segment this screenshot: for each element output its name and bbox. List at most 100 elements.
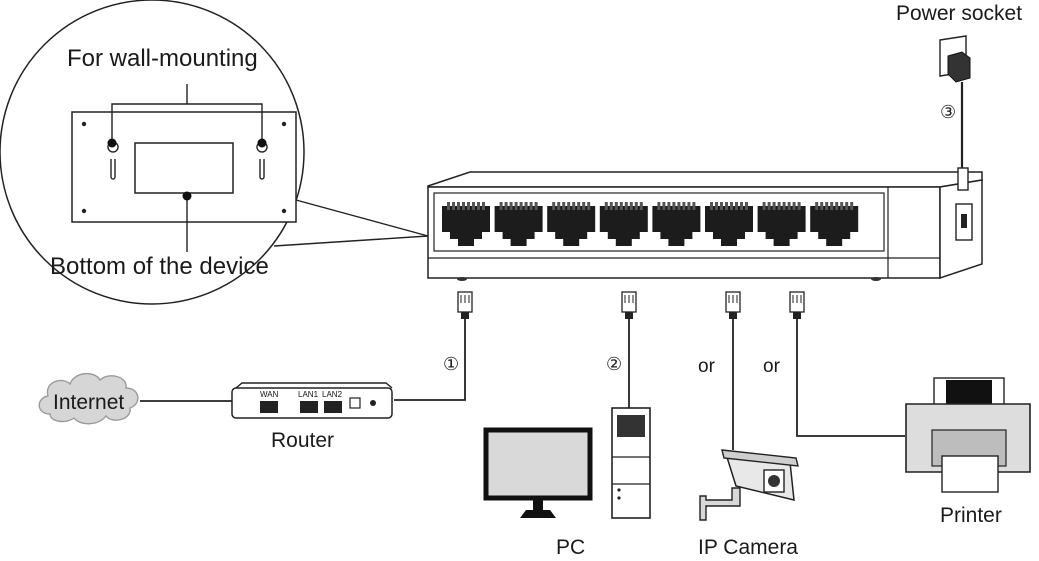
port-contact xyxy=(457,202,460,210)
port-contact xyxy=(567,202,571,210)
switch-port-1 xyxy=(442,206,490,246)
step-3-badge: ③ xyxy=(940,102,957,123)
port-contact xyxy=(514,202,518,210)
port-contact xyxy=(677,202,681,210)
switch-port-2 xyxy=(494,206,543,246)
port-contact xyxy=(609,202,613,210)
port-contact xyxy=(562,202,566,210)
screw-dot xyxy=(281,121,287,127)
port-contact xyxy=(682,202,686,210)
router-port-label-lan2: LAN2 xyxy=(322,390,343,399)
port-contact xyxy=(845,202,849,210)
port-contact xyxy=(840,202,844,210)
router-top-edge xyxy=(235,382,393,389)
port-contact xyxy=(662,202,666,210)
bottom-view-callout xyxy=(0,0,429,305)
power-adapter-plug xyxy=(947,51,971,83)
port-contact xyxy=(639,202,643,210)
screw-dot xyxy=(81,121,87,127)
port-contact xyxy=(572,202,576,210)
pc-label: PC xyxy=(556,536,586,559)
cable-printer xyxy=(796,318,905,437)
rj45-plug-boot xyxy=(793,312,801,319)
port-contact xyxy=(472,202,475,210)
port-contact xyxy=(825,202,829,210)
switch-foot xyxy=(457,277,467,281)
pc-tower-lines xyxy=(612,456,650,485)
or-printer-label: or xyxy=(763,356,780,377)
port-contact xyxy=(762,202,766,210)
port-contact xyxy=(534,202,538,210)
router-port-wan xyxy=(260,401,278,413)
port-contact xyxy=(477,202,480,210)
port-contact xyxy=(462,202,465,210)
rj45-plug-boot xyxy=(625,312,633,319)
port-contact xyxy=(815,202,819,210)
router-port-lan2 xyxy=(324,401,342,413)
camera-mount xyxy=(699,487,741,521)
bottom-of-device-label: Bottom of the device xyxy=(50,253,269,280)
port-contact xyxy=(482,202,485,210)
port-contact xyxy=(687,202,691,210)
switch-device xyxy=(427,171,983,281)
pc-computer xyxy=(483,407,651,519)
port-contact xyxy=(452,202,455,210)
port-contact xyxy=(604,202,608,210)
printer-device xyxy=(905,377,1031,493)
callout-pointer xyxy=(273,199,429,247)
port-contact xyxy=(509,202,513,210)
device-bottom-plate xyxy=(71,111,297,223)
port-contact xyxy=(777,202,781,210)
printer-paper-out xyxy=(941,455,999,493)
port-contact xyxy=(710,202,713,210)
port-contact xyxy=(720,202,723,210)
port-contact xyxy=(529,202,533,210)
port-contact xyxy=(499,202,503,210)
router-led xyxy=(370,400,376,406)
port-contact xyxy=(725,202,728,210)
switch-base-line xyxy=(428,187,940,278)
power-adapter xyxy=(939,35,971,191)
port-contact xyxy=(850,202,854,210)
port-contact xyxy=(447,202,450,210)
power-jack-inner xyxy=(961,214,967,228)
port-contact xyxy=(772,202,776,210)
pc-monitor xyxy=(483,427,593,501)
pc-power-button xyxy=(617,488,621,492)
wall-mount-leader xyxy=(111,84,263,142)
port-contact xyxy=(797,202,801,210)
port-contact xyxy=(624,202,628,210)
switch-foot xyxy=(871,277,881,281)
step-1-badge: ① xyxy=(443,354,460,375)
switch-port-4 xyxy=(599,206,648,246)
port-contact xyxy=(730,202,733,210)
port-contact xyxy=(582,202,586,210)
port-contact xyxy=(787,202,791,210)
port-contact xyxy=(820,202,824,210)
power-socket-label: Power socket xyxy=(896,2,1023,25)
port-contact xyxy=(504,202,508,210)
router-label: Router xyxy=(271,429,335,452)
port-contact xyxy=(629,202,633,210)
port-contact xyxy=(552,202,556,210)
port-contact xyxy=(667,202,671,210)
pc-monitor-neck xyxy=(533,498,543,510)
switch-port-5 xyxy=(652,206,701,246)
port-contact xyxy=(735,202,738,210)
port-contact xyxy=(672,202,676,210)
screw-dot xyxy=(281,208,287,214)
or-camera-label: or xyxy=(698,356,715,377)
ip-camera-device xyxy=(699,449,799,521)
port-contact xyxy=(782,202,786,210)
switch-port-7 xyxy=(757,206,806,246)
port-contact xyxy=(767,202,771,210)
internet-label: Internet xyxy=(53,391,125,414)
port-contact xyxy=(524,202,528,210)
port-contact xyxy=(634,202,638,210)
printer-paper-in-dark xyxy=(946,380,992,406)
rj45-plug-boot xyxy=(729,312,737,319)
port-contact xyxy=(619,202,623,210)
port-contact xyxy=(657,202,661,210)
